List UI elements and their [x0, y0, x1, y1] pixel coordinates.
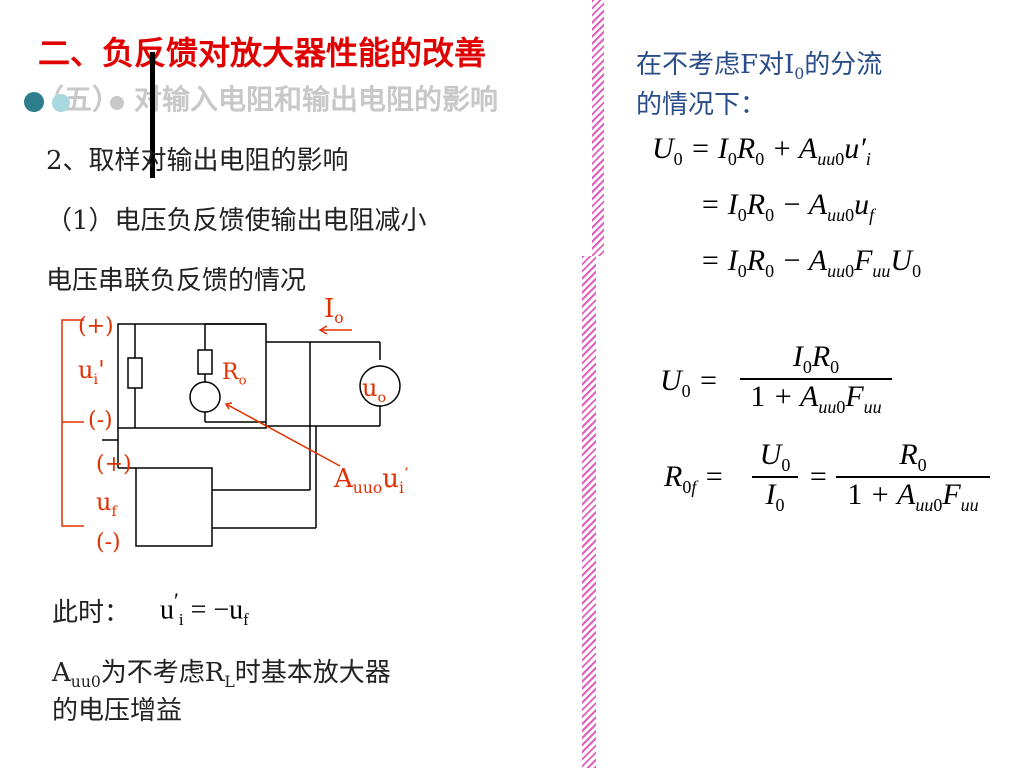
right-intro-line1: 在不考虑F对I0的分流 — [636, 50, 883, 84]
ro-symbol: R — [222, 360, 239, 385]
slide-title: 二、负反馈对放大器性能的改善 — [38, 34, 487, 72]
r0f-first-denominator: I0 — [765, 478, 785, 515]
io-subscript: o — [334, 309, 344, 328]
auuo-u-symbol: u — [382, 464, 400, 494]
r0f-equals: = — [808, 460, 829, 493]
ui-equals-minus-uf-formula: u′i = −uf — [160, 588, 249, 629]
feedback-circuit-diagram — [61, 319, 401, 547]
case-heading: 电压串联负反馈的情况 — [46, 266, 307, 296]
r0f-second-denominator: 1 + Auu0Fuu — [847, 478, 979, 515]
bullet-dot-light — [52, 94, 70, 112]
auuo-mark: ‘ — [404, 465, 409, 482]
u0-lhs: U0 = — [660, 364, 719, 401]
gain-note-line1: Auu0为不考虑RL时基本放大器 — [52, 658, 391, 692]
stripe-bottom — [582, 256, 596, 768]
right-intro-line2: 的情况下： — [636, 90, 767, 120]
io-symbol: I — [324, 294, 335, 324]
equation-line-1: U0 = I0R0 + Auu0u′i — [652, 132, 871, 169]
io-label: Io — [324, 294, 344, 327]
r0f-second-fraction-bar — [836, 476, 990, 478]
at-this-time-label: 此时： — [52, 598, 131, 628]
ui-label: ui' — [78, 356, 105, 388]
bullet-dot-grey — [110, 96, 124, 110]
uf-label: uf — [96, 488, 117, 520]
ui-minus-label: (-) — [88, 408, 113, 433]
section-heading: 2、取样对输出电阻的影响 — [46, 146, 349, 176]
equation-line-2: = I0R0 − Auu0uf — [700, 188, 875, 225]
uo-label: uo — [362, 374, 386, 406]
ui-subscript: i — [93, 371, 99, 388]
feedback-network-box — [135, 467, 213, 547]
auuo-subscript: uuo — [352, 479, 383, 498]
u0-denominator: 1 + Auu0Fuu — [750, 380, 882, 417]
r0f-first-fraction: U0 I0 — [752, 438, 798, 516]
r0f-first-numerator: U0 — [759, 438, 791, 475]
ui-symbol: u — [78, 356, 94, 384]
ui-plus-label: (+) — [78, 314, 114, 339]
amplifier-box — [117, 323, 267, 429]
u0-fraction-bar — [740, 378, 892, 380]
uo-subscript: o — [377, 389, 387, 406]
bullet-dot-dark — [24, 92, 44, 112]
ui-prime: ' — [98, 356, 105, 384]
uf-symbol: u — [96, 488, 112, 516]
ro-subscript: o — [238, 373, 247, 389]
u0-fraction: I0R0 1 + Auu0Fuu — [740, 340, 892, 418]
r0f-first-fraction-bar — [752, 476, 798, 478]
u0-numerator: I0R0 — [792, 340, 840, 377]
slide-subtitle: （五） 对输入电阻和输出电阻的影响 — [36, 83, 499, 116]
r0f-lhs: R0f = — [664, 460, 725, 497]
stripe-top — [592, 0, 604, 256]
uo-symbol: u — [362, 374, 378, 402]
uf-subscript: f — [111, 503, 117, 520]
uf-plus-label: (+) — [96, 452, 132, 477]
uf-minus-label: (-) — [96, 530, 121, 555]
r0f-second-fraction: R0 1 + Auu0Fuu — [836, 438, 990, 516]
equation-line-3: = I0R0 − Auu0FuuU0 — [700, 244, 922, 281]
point-heading: （1）电压负反馈使输出电阻减小 — [46, 206, 427, 236]
auuo-u-subscript: i — [399, 479, 405, 498]
r0f-second-numerator: R0 — [899, 438, 927, 475]
title-divider-bar — [150, 52, 155, 178]
ro-label: Ro — [222, 360, 247, 388]
auuo-symbol: A — [334, 464, 353, 494]
auuo-label: Auuoui‘ — [334, 464, 408, 497]
gain-note-line2: 的电压增益 — [52, 696, 183, 726]
